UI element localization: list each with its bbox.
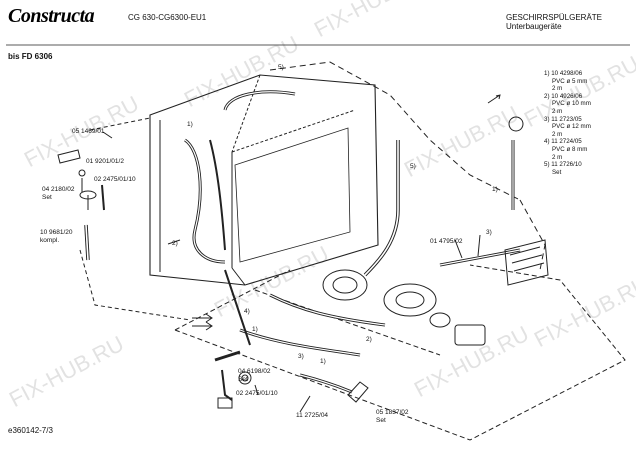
part-number: 01 4795/02 — [430, 238, 463, 245]
legend-line: 1) 10 4298/06 — [544, 70, 583, 77]
hose-callout: 2) — [366, 336, 372, 343]
footer-code: e360142-7/3 — [8, 426, 53, 435]
hose-callout: 1) — [492, 186, 498, 193]
part-number: 02 2475/01/10 — [236, 390, 278, 397]
legend-line: Set — [552, 168, 562, 176]
part-number: 01 9201/01/2 — [86, 158, 124, 165]
legend-line: 2) 10 4926/06 — [544, 92, 583, 100]
legend-line: 2 m — [552, 107, 563, 115]
part-number: 04 2180/02 — [42, 186, 75, 193]
part-number: Set — [238, 376, 248, 383]
legend-line: PVC ø 10 mm — [552, 100, 591, 108]
category-title: GESCHIRRSPÜLGERÄTE — [506, 13, 603, 22]
brand-logo: Constructa — [8, 5, 95, 27]
legend-line: PVC ø 8 mm — [552, 145, 588, 153]
hose-callout: 1) — [187, 121, 193, 128]
hose-callout: 4) — [244, 308, 250, 315]
variant-label: bis FD 6306 — [8, 52, 53, 61]
hose-callout: 5) — [410, 163, 416, 170]
part-number: 04 6198/02 — [238, 368, 271, 375]
hose-callout: 1) — [252, 326, 258, 333]
part-number: 10 9681/20 — [40, 229, 73, 236]
part-number: 11 2725/04 — [296, 412, 329, 419]
legend-line: PVC ø 12 mm — [552, 123, 591, 131]
model-number: CG 630-CG6300-EU1 — [128, 13, 207, 22]
legend-line: PVC ø 5 mm — [552, 77, 588, 85]
legend-line: 2 m — [552, 85, 563, 93]
hose-callout: 1) — [320, 358, 326, 365]
part-number: 05 1837/02 — [376, 409, 409, 416]
part-number: Set — [376, 417, 386, 424]
part-number: kompl. — [40, 237, 60, 244]
hose-callout: 2) — [172, 240, 178, 247]
category-subtitle: Unterbaugeräte — [506, 22, 562, 31]
legend-line: 4) 11 2724/05 — [544, 138, 582, 146]
legend-line: 2 m — [552, 130, 563, 138]
hose-callout: 3) — [486, 229, 492, 236]
hose-legend: 1) 10 4298/06 PVC ø 5 mm 2 m 2) 10 4926/… — [544, 70, 591, 176]
part-number: 05 1469/01 — [72, 128, 105, 135]
legend-line: 2 m — [552, 153, 563, 161]
hose-callout: 5) — [278, 64, 284, 71]
part-number: 02 2475/01/10 — [94, 176, 136, 183]
part-number: Set — [42, 194, 52, 201]
legend-line: 5) 11 2726/10 — [544, 161, 582, 169]
legend-line: 3) 11 2723/05 — [544, 115, 582, 123]
hose-callout: 3) — [298, 353, 304, 360]
